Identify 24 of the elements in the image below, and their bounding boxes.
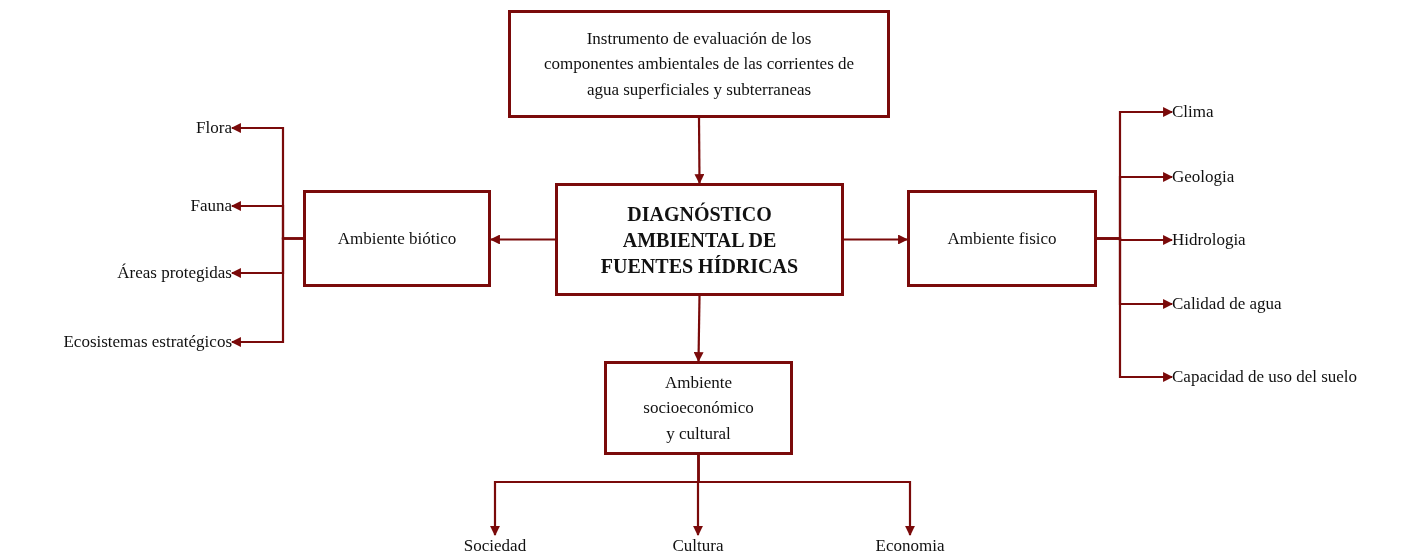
arrow: [231, 237, 303, 347]
branch-label: Áreas protegidas: [10, 262, 232, 284]
branch-label: Calidad de agua: [1172, 293, 1412, 315]
branch-label: Fauna: [10, 195, 232, 217]
branch-label: Capacidad de uso del suelo: [1172, 366, 1412, 388]
arrow: [693, 296, 704, 362]
branch-label: Sociedad: [445, 535, 545, 557]
process-box: Ambiente fisico: [907, 190, 1097, 287]
arrow: [844, 234, 908, 245]
branch-label: Cultura: [648, 535, 748, 557]
branch-label: Geologia: [1172, 166, 1412, 188]
branch-label: Flora: [10, 117, 232, 139]
process-box: Instrumento de evaluación de los componentes ambientales de las corrientes de agua superficiales y subterraneas: [508, 10, 890, 118]
process-box: Ambiente biótico: [303, 190, 491, 287]
arrow: [1097, 237, 1173, 382]
arrow: [697, 455, 915, 536]
branch-label: Economia: [860, 535, 960, 557]
arrow: [490, 234, 555, 245]
central-box: DIAGNÓSTICO AMBIENTAL DE FUENTES HÍDRICAS: [555, 183, 844, 296]
branch-label: Ecosistemas estratégicos: [6, 331, 232, 353]
process-box: Ambiente socioeconómico y cultural: [604, 361, 793, 455]
branch-label: Clima: [1172, 101, 1412, 123]
branch-label: Hidrologia: [1172, 229, 1412, 251]
arrow: [694, 118, 705, 184]
